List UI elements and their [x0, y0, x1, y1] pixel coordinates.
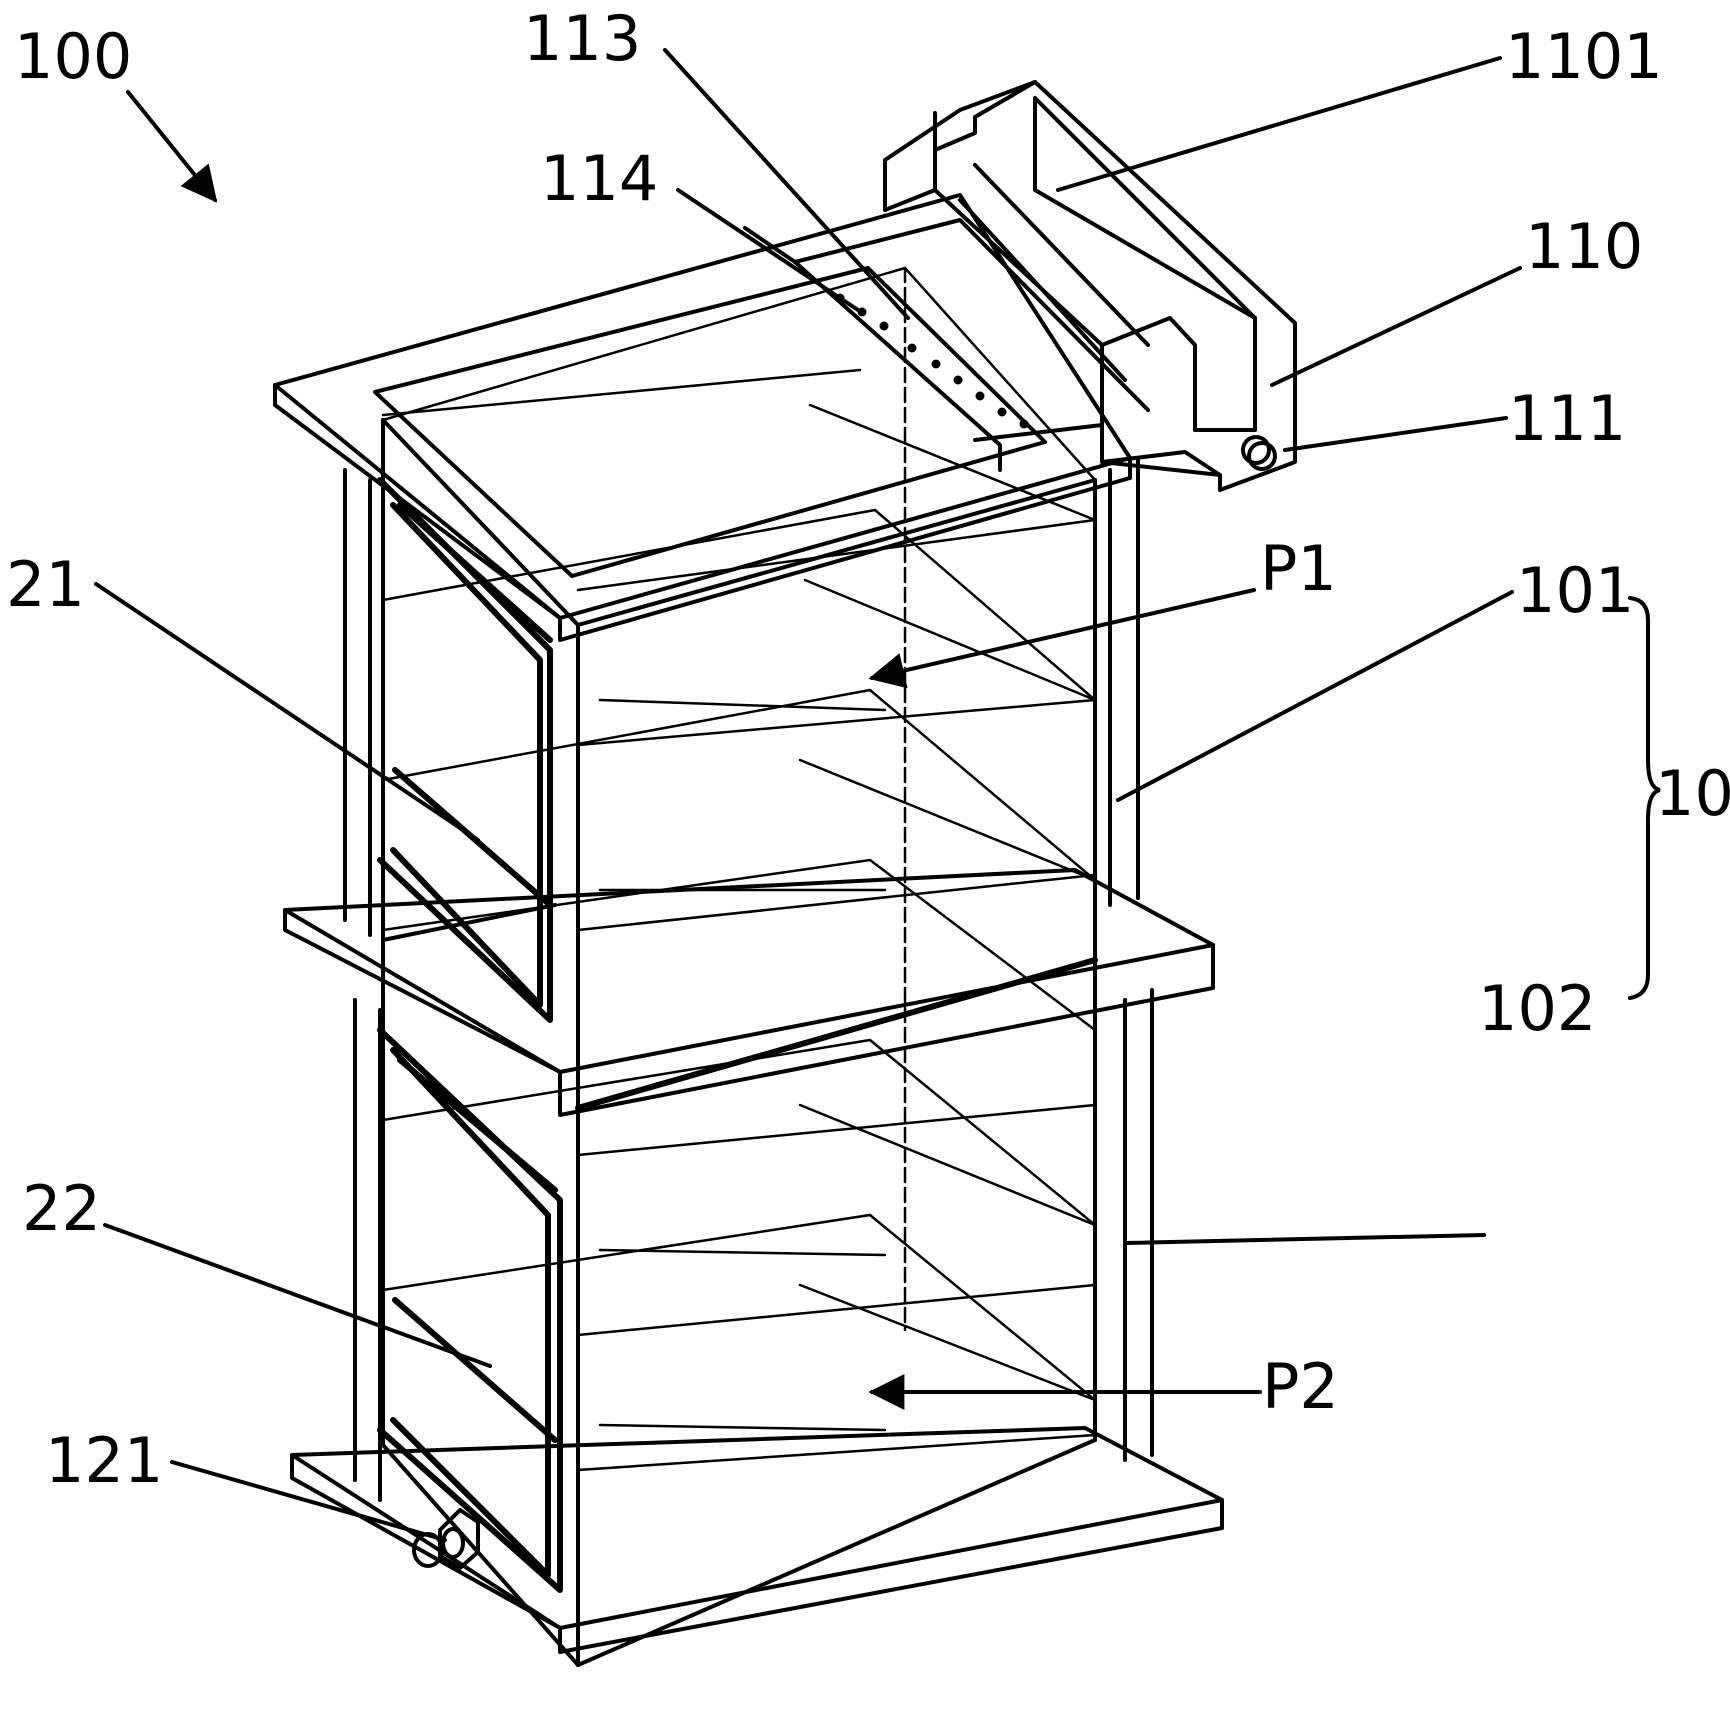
leader-110 — [1270, 266, 1522, 387]
inclined-plates-upper — [381, 368, 1097, 1032]
label-p2: P2 — [1262, 1350, 1339, 1423]
label-110: 110 — [1525, 210, 1643, 283]
label-100: 100 — [14, 20, 132, 93]
outlet-pipe-111 — [1241, 435, 1277, 471]
inclined-plates-lower — [381, 1038, 1097, 1472]
inner-frame-22 — [377, 1027, 563, 1593]
label-102: 102 — [1478, 972, 1596, 1045]
plate-stack-edges — [381, 903, 1098, 1111]
leader-1101 — [1056, 56, 1502, 192]
label-121: 121 — [45, 1424, 163, 1497]
leader-100 — [126, 90, 218, 203]
leader-102 — [1123, 1233, 1486, 1245]
label-101: 101 — [1516, 554, 1634, 627]
outer-frame — [343, 458, 1154, 1502]
label-22: 22 — [22, 1172, 101, 1245]
bottom-base-plate — [290, 1426, 1224, 1654]
leader-111 — [1283, 416, 1508, 452]
leader-21 — [94, 582, 480, 842]
label-21: 21 — [6, 548, 85, 621]
inlet-trough-110 — [743, 80, 1297, 492]
label-10: 10 — [1655, 757, 1730, 830]
inner-frame-21 — [377, 477, 553, 1023]
leader-114 — [676, 188, 860, 312]
label-p1: P1 — [1260, 532, 1337, 605]
reference-labels: 100 113 1101 114 110 111 21 P1 101 10 10… — [6, 2, 1730, 1497]
label-1101: 1101 — [1505, 20, 1663, 93]
leader-121 — [170, 1460, 447, 1542]
leader-p1 — [868, 588, 1256, 689]
brace-10 — [1628, 596, 1661, 1000]
leader-101 — [1116, 590, 1514, 802]
leader-lines — [94, 48, 1661, 1542]
distribution-holes — [835, 293, 1029, 429]
label-113: 113 — [523, 2, 641, 75]
label-114: 114 — [540, 142, 658, 215]
leader-113 — [663, 48, 910, 320]
leader-22 — [103, 1223, 492, 1368]
label-111: 111 — [1508, 382, 1626, 455]
